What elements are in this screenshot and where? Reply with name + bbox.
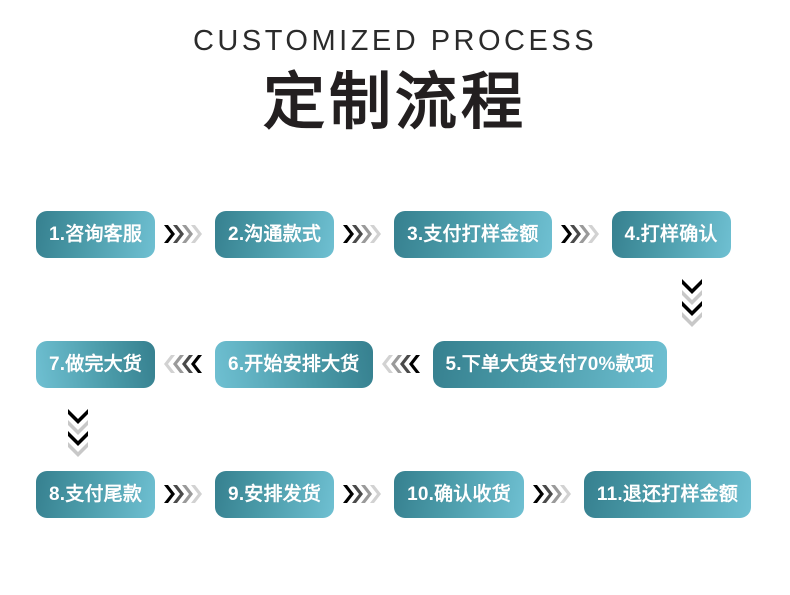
process-row-3: 8.支付尾款 9.安排发货 10.确认收货 <box>0 465 790 523</box>
process-row-2: 7.做完大货 6.开始安排大货 5.下单大货支付70%款项 <box>0 335 790 393</box>
process-step-7[interactable]: 7.做完大货 <box>36 340 156 388</box>
process-flow-diagram: 1.咨询客服 2.沟通款式 3.支付打样金额 <box>0 205 790 595</box>
process-step-1[interactable]: 1.咨询客服 <box>36 210 156 258</box>
process-step-9[interactable]: 9.安排发货 <box>215 470 335 518</box>
process-step-3[interactable]: 3.支付打样金额 <box>394 210 552 258</box>
process-step-11[interactable]: 11.退还打样金额 <box>583 470 752 518</box>
chevrons-down-icon <box>67 409 93 457</box>
chevrons-right-icon <box>552 224 612 244</box>
chevrons-left-icon <box>373 354 433 374</box>
process-step-6[interactable]: 6.开始安排大货 <box>215 340 373 388</box>
page-header: CUSTOMIZED PROCESS 定制流程 <box>0 0 790 141</box>
page-title-english: CUSTOMIZED PROCESS <box>192 25 598 57</box>
process-step-2[interactable]: 2.沟通款式 <box>215 210 335 258</box>
process-step-8[interactable]: 8.支付尾款 <box>36 470 156 518</box>
chevrons-right-icon <box>334 224 394 244</box>
page-title-chinese: 定制流程 <box>262 67 527 137</box>
process-step-10[interactable]: 10.确认收货 <box>394 470 524 518</box>
chevrons-right-icon <box>524 484 584 504</box>
chevrons-down-icon <box>681 279 707 327</box>
process-step-4[interactable]: 4.打样确认 <box>611 210 731 258</box>
process-row-1: 1.咨询客服 2.沟通款式 3.支付打样金额 <box>0 205 790 263</box>
chevrons-right-icon <box>155 484 215 504</box>
chevrons-right-icon <box>334 484 394 504</box>
process-step-5[interactable]: 5.下单大货支付70%款项 <box>432 340 667 388</box>
chevrons-right-icon <box>155 224 215 244</box>
chevrons-left-icon <box>155 354 215 374</box>
